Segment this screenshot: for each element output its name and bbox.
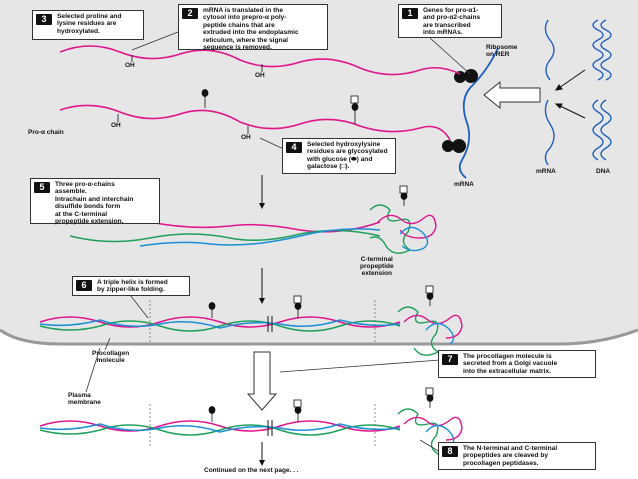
step-7-callout: 7 The procollagen molecule is secreted f…	[438, 350, 596, 378]
step8-arrowhead	[259, 460, 265, 466]
oh-label-2: OH	[255, 72, 265, 79]
c-terminal-label: C-terminal propeptide extension	[360, 256, 394, 278]
step-5-bullet-2: Intrachain and interchain disulfide bond…	[55, 195, 134, 226]
dashed-boundaries-6	[149, 300, 376, 344]
pro-alpha-chain	[59, 104, 451, 141]
dna-helix	[592, 19, 612, 161]
step-1-number: 1	[402, 8, 418, 19]
mrna-center-label: mRNA	[454, 181, 474, 188]
step-8-number: 8	[442, 446, 458, 457]
c-terminal-knot-5	[369, 204, 437, 254]
step-5-bullet-1: Three pro-α-chains assemble.	[55, 181, 115, 196]
sugars-8	[208, 387, 434, 422]
pro-alpha-chain-label: Pro-α chain	[28, 129, 64, 136]
c-terminal-knot-6	[397, 306, 463, 356]
triple-helix-6	[39, 316, 401, 332]
transcription-arrows	[554, 69, 586, 119]
step-3-callout: 3 Selected proline and lysine residues a…	[32, 10, 144, 40]
step-2-callout: 2 mRNA is translated in the cytosol into…	[178, 4, 328, 52]
procollagen-label: Procollagen molecule	[92, 350, 130, 365]
step6-arrowhead	[259, 298, 265, 304]
c-terminal-sugars-5	[399, 185, 408, 206]
step-4-number: 4	[286, 142, 302, 153]
hollow-arrow	[483, 80, 541, 110]
helix-gap-6	[267, 316, 273, 332]
glycosylation-marks	[201, 89, 359, 124]
mrna-strand-right-lower	[544, 99, 555, 166]
step-2-text: mRNA is translated in the cytosol into p…	[203, 7, 299, 52]
step-6-callout: 6 A triple helix is formed by zipper-lik…	[72, 276, 190, 296]
step-5-number: 5	[34, 182, 50, 193]
continued-label: Continued on the next page. . .	[204, 467, 299, 474]
ribosomes	[442, 69, 478, 153]
step-4-text: Selected hydroxylysine residues are glyc…	[307, 141, 388, 171]
step-8-callout: 8 The N-terminal and C-terminal propepti…	[438, 442, 596, 470]
cleaved-helix-8	[39, 420, 401, 436]
step-2-number: 2	[182, 8, 198, 19]
step-3-number: 3	[36, 14, 52, 25]
dashed-boundaries-8	[149, 404, 376, 448]
secretion-arrow	[246, 351, 278, 411]
step-4-callout: 4 Selected hydroxylysine residues are gl…	[282, 138, 396, 174]
step-7-text: The procollagen molecule is secreted fro…	[463, 353, 558, 375]
oh-label-4: OH	[241, 134, 251, 141]
step-1-callout: 1 Genes for pro-α1- and pro-α2-chains ar…	[398, 4, 502, 38]
ribosome-label: Ribosome on RER	[486, 44, 518, 59]
helix-gap-8	[267, 420, 273, 436]
step5-arrowhead	[259, 203, 265, 209]
mrna-strand-right-upper	[544, 19, 555, 81]
plasma-membrane-label: Plasma membrane	[68, 392, 101, 407]
plasma-membrane-line	[0, 328, 638, 346]
step-6-number: 6	[76, 280, 92, 291]
step-1-text: Genes for pro-α1- and pro-α2-chains are …	[423, 7, 481, 37]
sugars-6	[208, 285, 434, 318]
step-5-callout: 5 Three pro-α-chains assemble. Intrachai…	[30, 178, 160, 226]
step-7-number: 7	[442, 354, 458, 365]
step-6-text: A triple helix is formed by zipper-like …	[97, 279, 168, 294]
chain-hydroxylated	[59, 45, 461, 76]
mrna-strand-center	[458, 47, 499, 179]
step-3-text: Selected proline and lysine residues are…	[57, 13, 122, 35]
mrna-right-label: mRNA	[536, 168, 556, 175]
oh-label-3: OH	[111, 122, 121, 129]
step-8-text: The N-terminal and C-terminal propeptide…	[463, 445, 558, 467]
oh-label-1: OH	[125, 62, 135, 69]
dna-label: DNA	[596, 168, 611, 175]
